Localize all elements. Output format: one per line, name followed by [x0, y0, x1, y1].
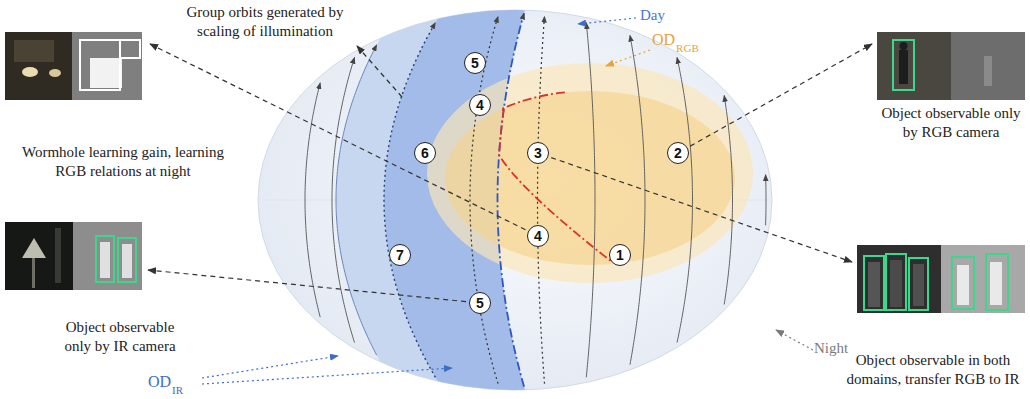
- photo-detail: [49, 69, 61, 77]
- callout-circle: 4: [469, 94, 491, 116]
- detection-box: [120, 40, 140, 58]
- detection-box: [118, 238, 136, 282]
- ir-photo: [951, 32, 1025, 100]
- rgb-photo: [5, 222, 73, 290]
- group-orbit: [630, 35, 645, 364]
- callout-number: 4: [476, 98, 484, 112]
- photo-detail: [90, 58, 122, 88]
- ir-photo: [73, 222, 142, 290]
- callout-number: 4: [534, 229, 542, 243]
- callout-circle: 3: [527, 142, 549, 164]
- annotation-text: Object observable in both domains, trans…: [840, 351, 1026, 389]
- leader-line: [606, 50, 650, 66]
- group-orbit: [332, 58, 355, 343]
- region-label: OD: [652, 30, 675, 49]
- annotation-text: Object observable only by RGB camera: [880, 104, 1022, 142]
- callout-number: 2: [674, 146, 682, 160]
- photo-detail: [55, 228, 61, 283]
- leader-line: [202, 368, 452, 384]
- leader-line: [150, 44, 525, 230]
- leader-line: [578, 18, 636, 24]
- detection-box: [952, 257, 974, 309]
- intersection-boundary: [499, 92, 612, 262]
- photo-detail: [957, 265, 969, 305]
- callout-number: 6: [421, 146, 429, 160]
- detection-box: [886, 254, 906, 310]
- photo-detail: [990, 262, 1002, 305]
- callout-number: 7: [396, 248, 404, 262]
- photo-detail: [122, 244, 132, 278]
- photo-detail: [984, 56, 992, 86]
- callout-circle: 6: [414, 142, 436, 164]
- group-orbit: [336, 45, 377, 355]
- detection-box: [986, 254, 1008, 310]
- photo-detail: [14, 40, 54, 62]
- state-space-ellipse: [258, 10, 772, 390]
- leader-line: [776, 330, 813, 350]
- region-label: Night: [814, 339, 848, 358]
- group-orbit: [498, 13, 525, 387]
- rgb-domain-outer: [427, 63, 753, 283]
- region-subscript: RGB: [676, 39, 699, 58]
- ir-photo: [941, 245, 1025, 313]
- photo-detail: [913, 264, 924, 306]
- rgb-photo: [5, 32, 72, 100]
- region-label: OD: [148, 372, 171, 391]
- photo-detail: [900, 42, 908, 50]
- ir-photo: [72, 32, 142, 100]
- callout-circle: 1: [609, 244, 631, 266]
- photo-detail: [899, 50, 908, 84]
- group-orbit: [765, 175, 766, 226]
- detection-box: [864, 256, 884, 310]
- callout-circle: 7: [389, 244, 411, 266]
- leader-line: [690, 44, 872, 146]
- region-subscript: IR: [172, 381, 183, 399]
- callout-circle: 2: [667, 142, 689, 164]
- group-orbit: [586, 23, 595, 378]
- leader-line: [357, 46, 402, 97]
- photo-detail: [868, 262, 880, 307]
- photo-detail: [32, 258, 35, 288]
- detection-box: [909, 258, 928, 310]
- annotation-text: Object observable only by IR camera: [55, 318, 185, 356]
- callout-circle: 5: [469, 292, 491, 314]
- callout-circle: 5: [464, 52, 486, 74]
- leader-line: [202, 356, 338, 378]
- group-orbit: [677, 58, 692, 343]
- rgb-photo: [857, 245, 941, 313]
- region-label: Day: [640, 6, 665, 25]
- annotation-text: Group orbits generated by scaling of ill…: [170, 3, 360, 41]
- rgb-photo: [877, 32, 951, 100]
- callout-number: 3: [534, 146, 542, 160]
- detection-box: [96, 236, 114, 282]
- detection-box: [80, 40, 120, 90]
- leader-line: [551, 158, 852, 262]
- annotation-text: Wormhole learning gain, learning RGB rel…: [12, 143, 234, 181]
- callout-circle: 4: [527, 225, 549, 247]
- callout-number: 5: [471, 56, 479, 70]
- photo-detail: [22, 67, 38, 77]
- photo-detail: [100, 242, 110, 278]
- detection-box: [893, 40, 914, 90]
- callout-number: 5: [476, 296, 484, 310]
- leader-line: [148, 270, 466, 302]
- group-orbit: [305, 83, 320, 317]
- callout-number: 1: [616, 248, 624, 262]
- photo-detail: [22, 238, 46, 258]
- group-orbit: [384, 23, 435, 378]
- photo-detail: [890, 260, 902, 307]
